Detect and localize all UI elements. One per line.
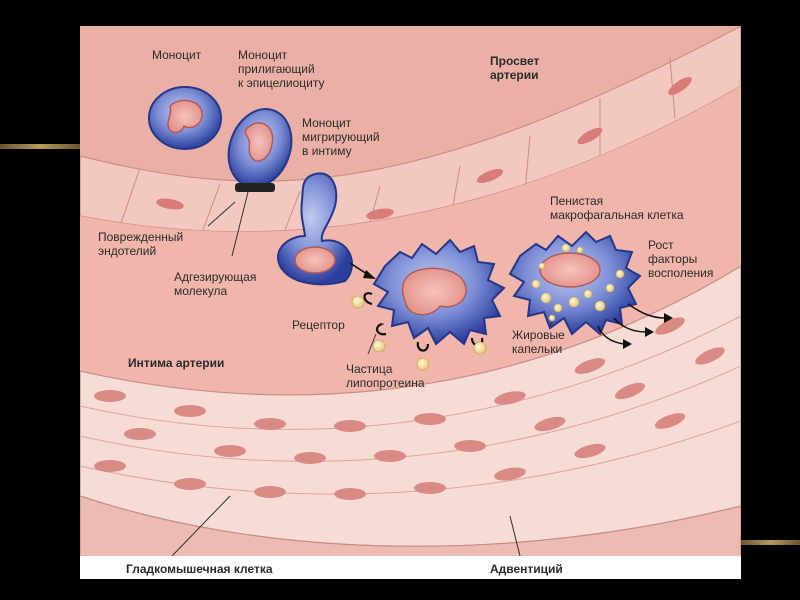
growth-factors-label: Рост факторы восполения [648,238,714,280]
growth-factor-arrows [597,303,666,345]
growth-factor-arrowheads [623,313,673,349]
monocyte-cell [148,86,222,150]
lipoprotein-particles [351,295,487,371]
foam-cell-label: Пенистая макрофагальная клетка [550,194,684,222]
caption-strip [80,556,741,579]
migrating-monocyte-cell [277,172,353,286]
adhering-monocyte-cell [227,108,293,192]
macrophage-cell [372,238,506,346]
migrating-monocyte-label: Моноцит мигрирующий в интиму [302,116,380,158]
endothelium-nuclei [156,76,692,220]
fat-droplets-label: Жировые капельки [512,328,565,356]
artery-diagram: Моноцит Моноцит прилигающий к эпицелиоци… [80,26,741,579]
smooth-muscle-label: Гладкомышечная клетка [126,562,273,576]
leader-lines [171,191,553,557]
adventitia-label: Адвентиций [490,562,563,576]
monocyte-label: Моноцит [152,48,202,62]
receptor-label: Рецептор [292,318,345,332]
adhesion-molecule-label: Адгезирующая молекула [174,270,257,298]
intima-label: Интима артерии [128,356,225,370]
artery-illustration [80,26,741,579]
right-decor-line [741,540,800,545]
lumen-label: Просвет артерии [490,54,540,82]
migration-arrowhead [363,270,376,279]
adhering-monocyte-label: Моноцит прилигающий к эпицелиоциту [238,48,325,90]
left-decor-line [0,144,80,149]
foam-cell [508,230,642,336]
smooth-muscle-nuclei [94,317,725,500]
lipoprotein-label: Частица липопротеина [346,362,425,390]
damaged-endothelium-label: Поврежденный эндотелий [98,230,184,258]
adhesion-molecule-shape [235,183,275,192]
